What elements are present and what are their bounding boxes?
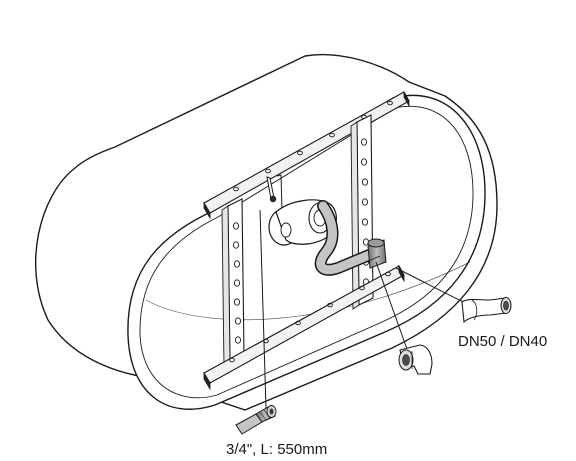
small-elbow-fitting [398, 344, 433, 375]
housing-front-rim [127, 94, 486, 410]
drain-size-label: DN50 / DN40 [458, 333, 548, 350]
right-vertical-rail [350, 114, 374, 310]
top-rail-fitting [266, 174, 283, 211]
threaded-fitting [235, 405, 277, 435]
flexible-hose [314, 200, 380, 276]
fitting-size-label: 3/4", L: 550mm [226, 441, 328, 458]
housing [35, 53, 498, 411]
outlet-connector [365, 238, 387, 269]
drain-pipe-elbow [461, 297, 512, 324]
leader-fitting [259, 209, 267, 409]
inner-seam-line [145, 261, 471, 321]
housing-inner-rim [139, 106, 474, 399]
leader-elbow [375, 261, 409, 353]
left-vertical-rail [221, 198, 245, 369]
